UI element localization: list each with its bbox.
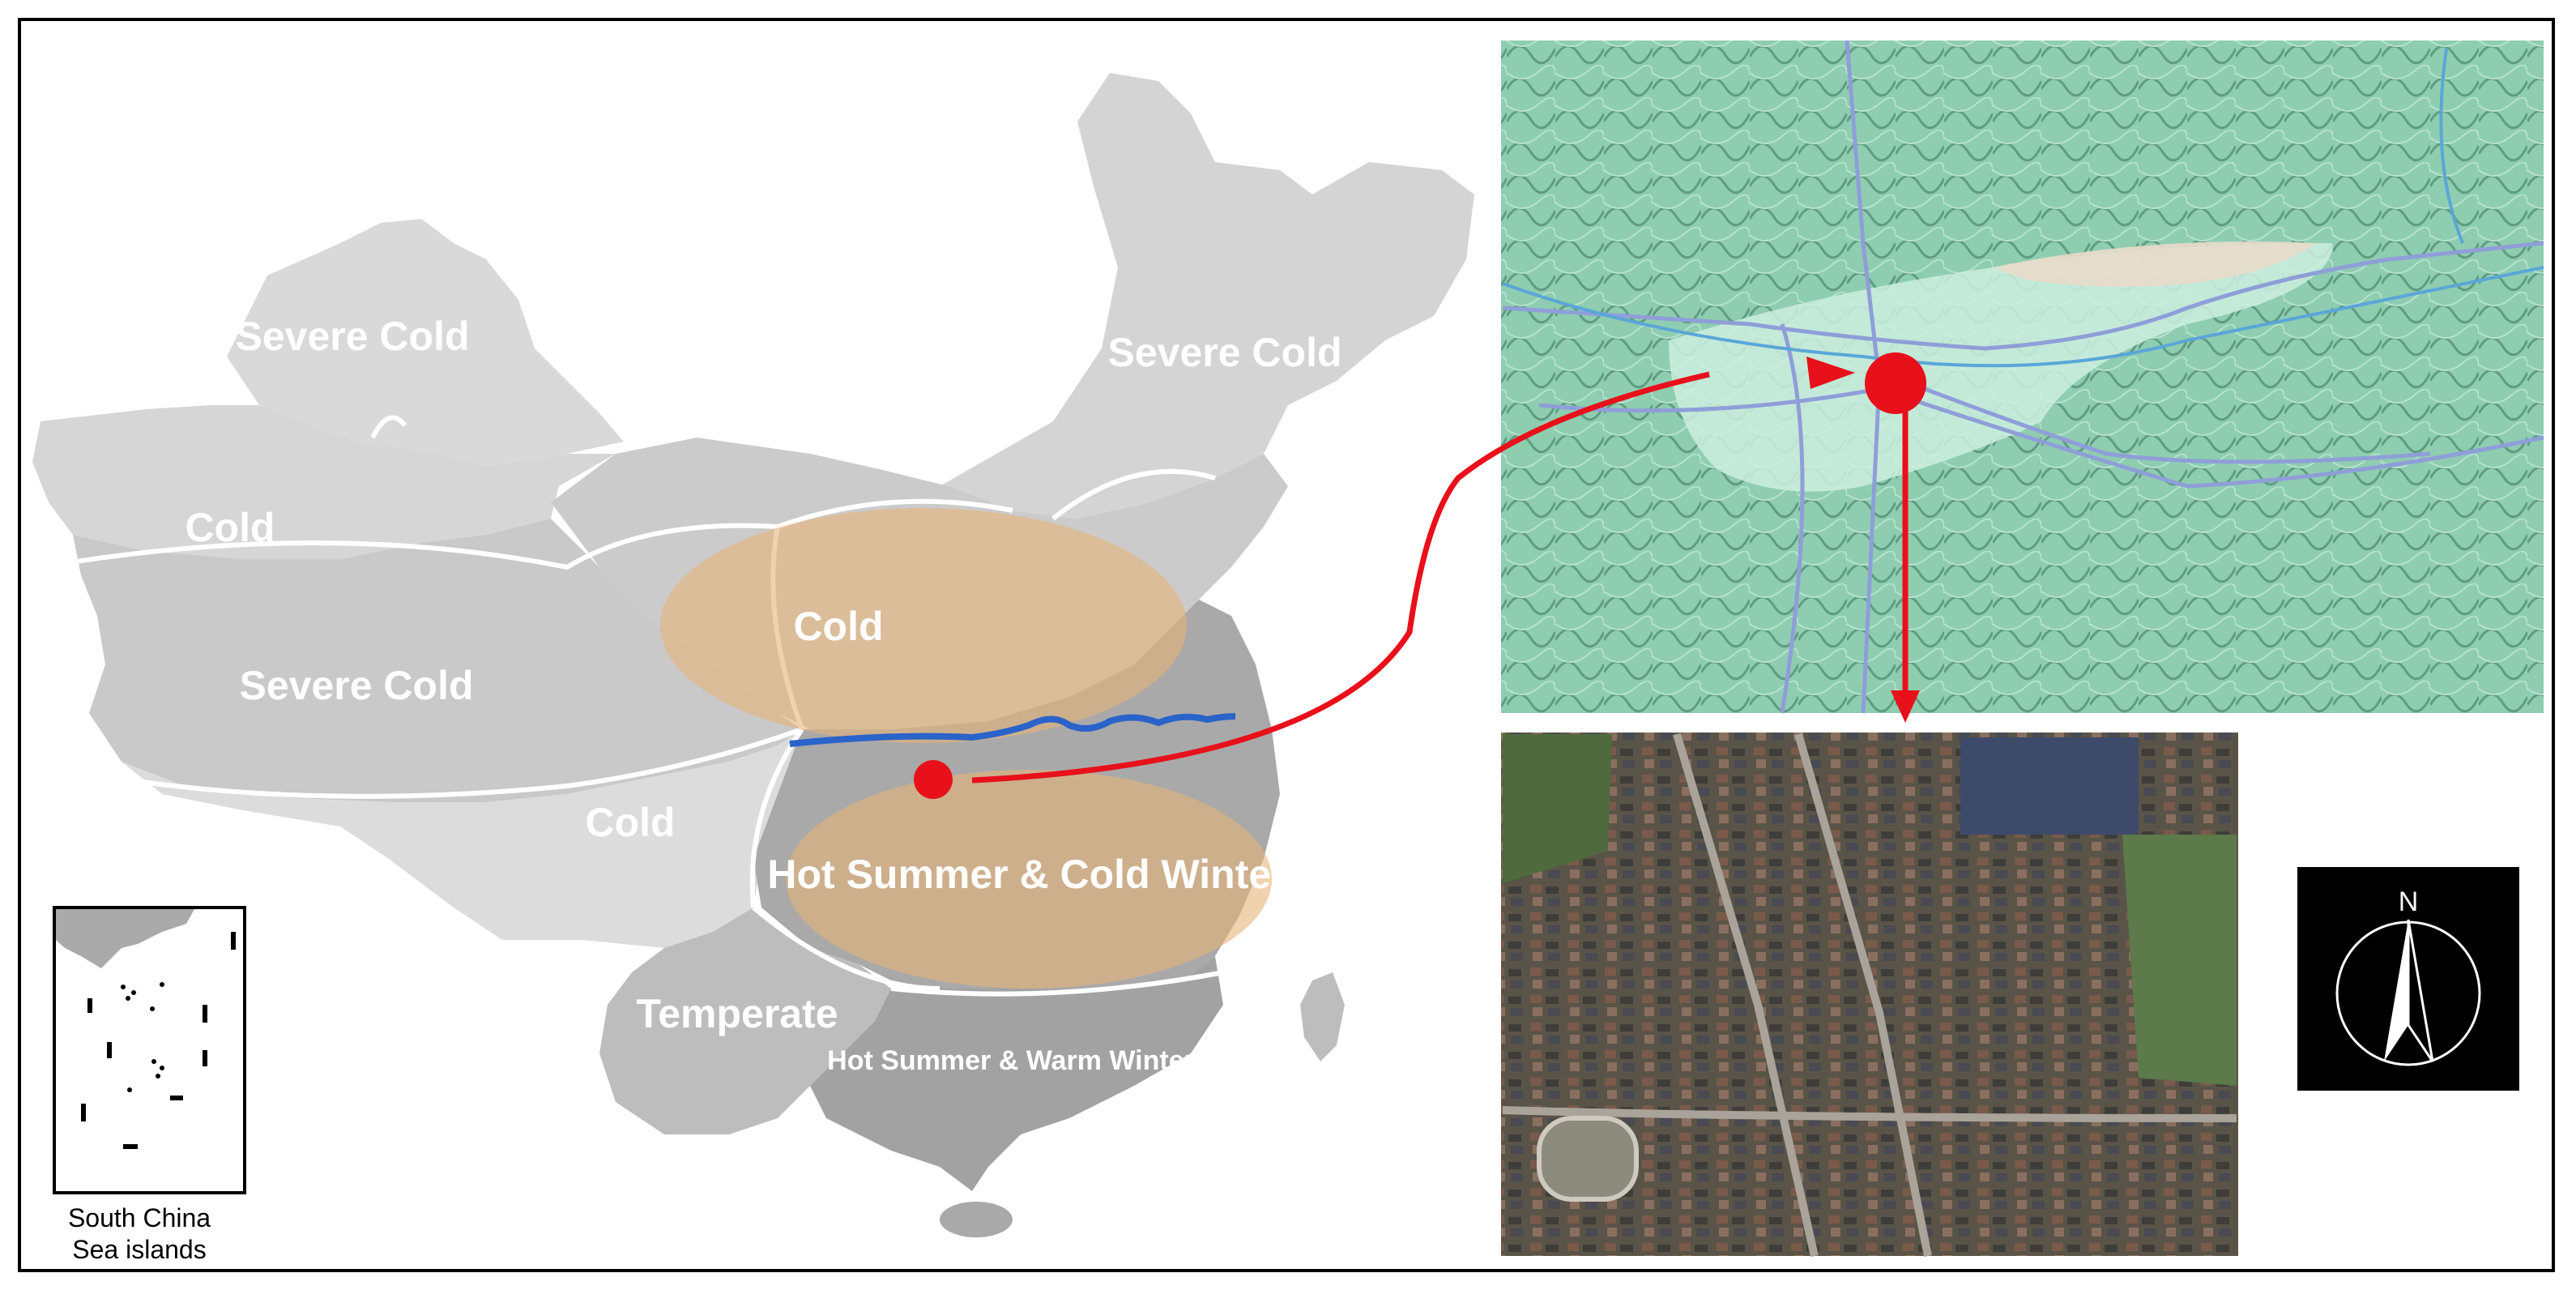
south-china-sea-inset: South China Sea islands — [53, 906, 246, 1264]
north-arrow-letter: N — [2399, 886, 2419, 917]
pointer-arrows — [971, 357, 1920, 784]
label-cold-sw: Cold — [585, 800, 675, 845]
curve-arrow — [971, 371, 1710, 784]
north-arrow-left-half — [2384, 920, 2408, 1061]
satellite-fields — [1503, 734, 1612, 883]
factory-roofs — [1960, 737, 2139, 835]
road-network — [1502, 40, 2544, 714]
label-severe-cold-ne: Severe Cold — [1107, 330, 1341, 375]
label-severe-cold-nw: Severe Cold — [235, 314, 469, 359]
terrain-location-dot-icon — [1865, 352, 1926, 414]
location-dot-icon — [914, 760, 953, 799]
zone-hot-summer-warm-winter — [810, 956, 1223, 1191]
label-severe-cold-tibet: Severe Cold — [239, 663, 473, 708]
inset-label-line1: South China — [68, 1203, 211, 1232]
north-arrow-right-half — [2407, 919, 2434, 1062]
terrain-basin — [1669, 243, 2333, 492]
down-arrow-head — [1891, 690, 1920, 723]
satellite-fields-east — [2122, 835, 2237, 1086]
zone-severe-cold-ne — [940, 73, 1474, 519]
inset-islands — [81, 932, 236, 1149]
label-hot-summer-cold-winter: Hot Summer & Cold Winter — [767, 852, 1286, 897]
label-cold-center: Cold — [793, 604, 883, 649]
label-hot-summer-warm-winter: Hot Summer & Warm Winter — [827, 1045, 1195, 1076]
cold-zone-highlight — [660, 508, 1187, 743]
zone-cold-west — [32, 405, 616, 559]
taiwan-island — [1300, 972, 1345, 1061]
label-temperate: Temperate — [636, 991, 838, 1036]
figure-frame — [18, 18, 2555, 1272]
terrain-map — [1501, 40, 2544, 714]
school-field — [1537, 1116, 1639, 1202]
zone-severe-cold-nw — [227, 219, 624, 466]
inset-coast — [56, 909, 194, 968]
inset-label-line2: Sea islands — [72, 1235, 206, 1264]
north-arrow-icon: N — [2297, 867, 2519, 1091]
curve-arrow-head — [1806, 357, 1855, 389]
hainan-island — [940, 1202, 1013, 1237]
hscw-zone-highlight — [786, 770, 1272, 989]
satellite-image — [1501, 733, 2238, 1258]
satellite-roads — [1502, 733, 2237, 1258]
label-cold-west: Cold — [185, 505, 275, 550]
zone-severe-cold-tibet — [73, 519, 802, 802]
river-network — [1502, 48, 2544, 368]
zone-cold-sw — [122, 729, 802, 948]
china-climate-map: Severe Cold Severe Cold Cold Cold Severe… — [32, 73, 1474, 1237]
terrain-plain — [1993, 241, 2317, 287]
river-line — [789, 713, 1236, 747]
